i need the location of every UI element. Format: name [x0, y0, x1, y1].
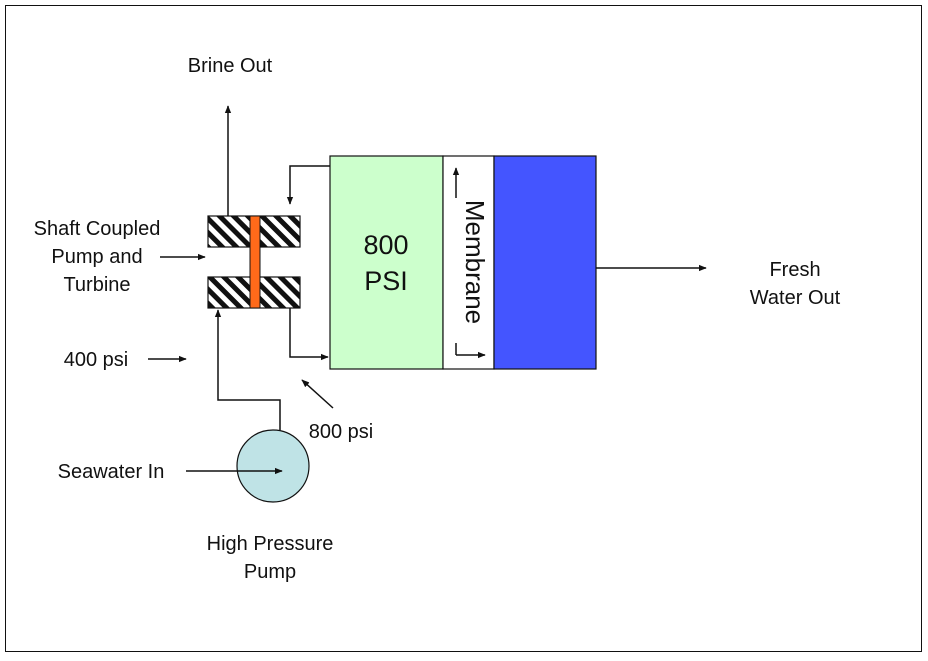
- fresh-water-chamber: [493, 155, 597, 370]
- seawater-in-label: Seawater In: [58, 461, 165, 483]
- brine-out-label: Brine Out: [188, 55, 273, 77]
- shaft-coupled-label-line2: Pump and: [51, 246, 142, 268]
- pressure-chamber: [329, 155, 444, 370]
- coupling-shaft: [249, 215, 261, 309]
- chamber-pressure-line2: PSI: [364, 266, 408, 296]
- fresh-water-label-line2: Water Out: [750, 287, 841, 309]
- hp-pump-label-line2: Pump: [244, 561, 296, 583]
- pressure-800-label: 800 psi: [309, 421, 374, 443]
- reject-to-turbine-arrow: [286, 165, 330, 205]
- fresh-water-label-line1: Fresh: [769, 259, 820, 281]
- high-pressure-pump: [236, 429, 310, 503]
- pump-to-exchanger-arrow: [214, 309, 281, 430]
- shaft-coupled-label-line3: Turbine: [63, 274, 130, 296]
- pressure-800-pointer: [301, 379, 334, 409]
- membrane-label: Membrane: [460, 200, 490, 324]
- membrane-layer: [442, 155, 495, 370]
- chamber-pressure-line1: 800: [363, 230, 408, 260]
- hp-pump-label-line1: High Pressure: [207, 533, 334, 555]
- shaft-coupled-label-line1: Shaft Coupled: [34, 218, 161, 240]
- pressure-400-label: 400 psi: [64, 349, 129, 371]
- feed-to-chamber-arrow: [289, 308, 329, 361]
